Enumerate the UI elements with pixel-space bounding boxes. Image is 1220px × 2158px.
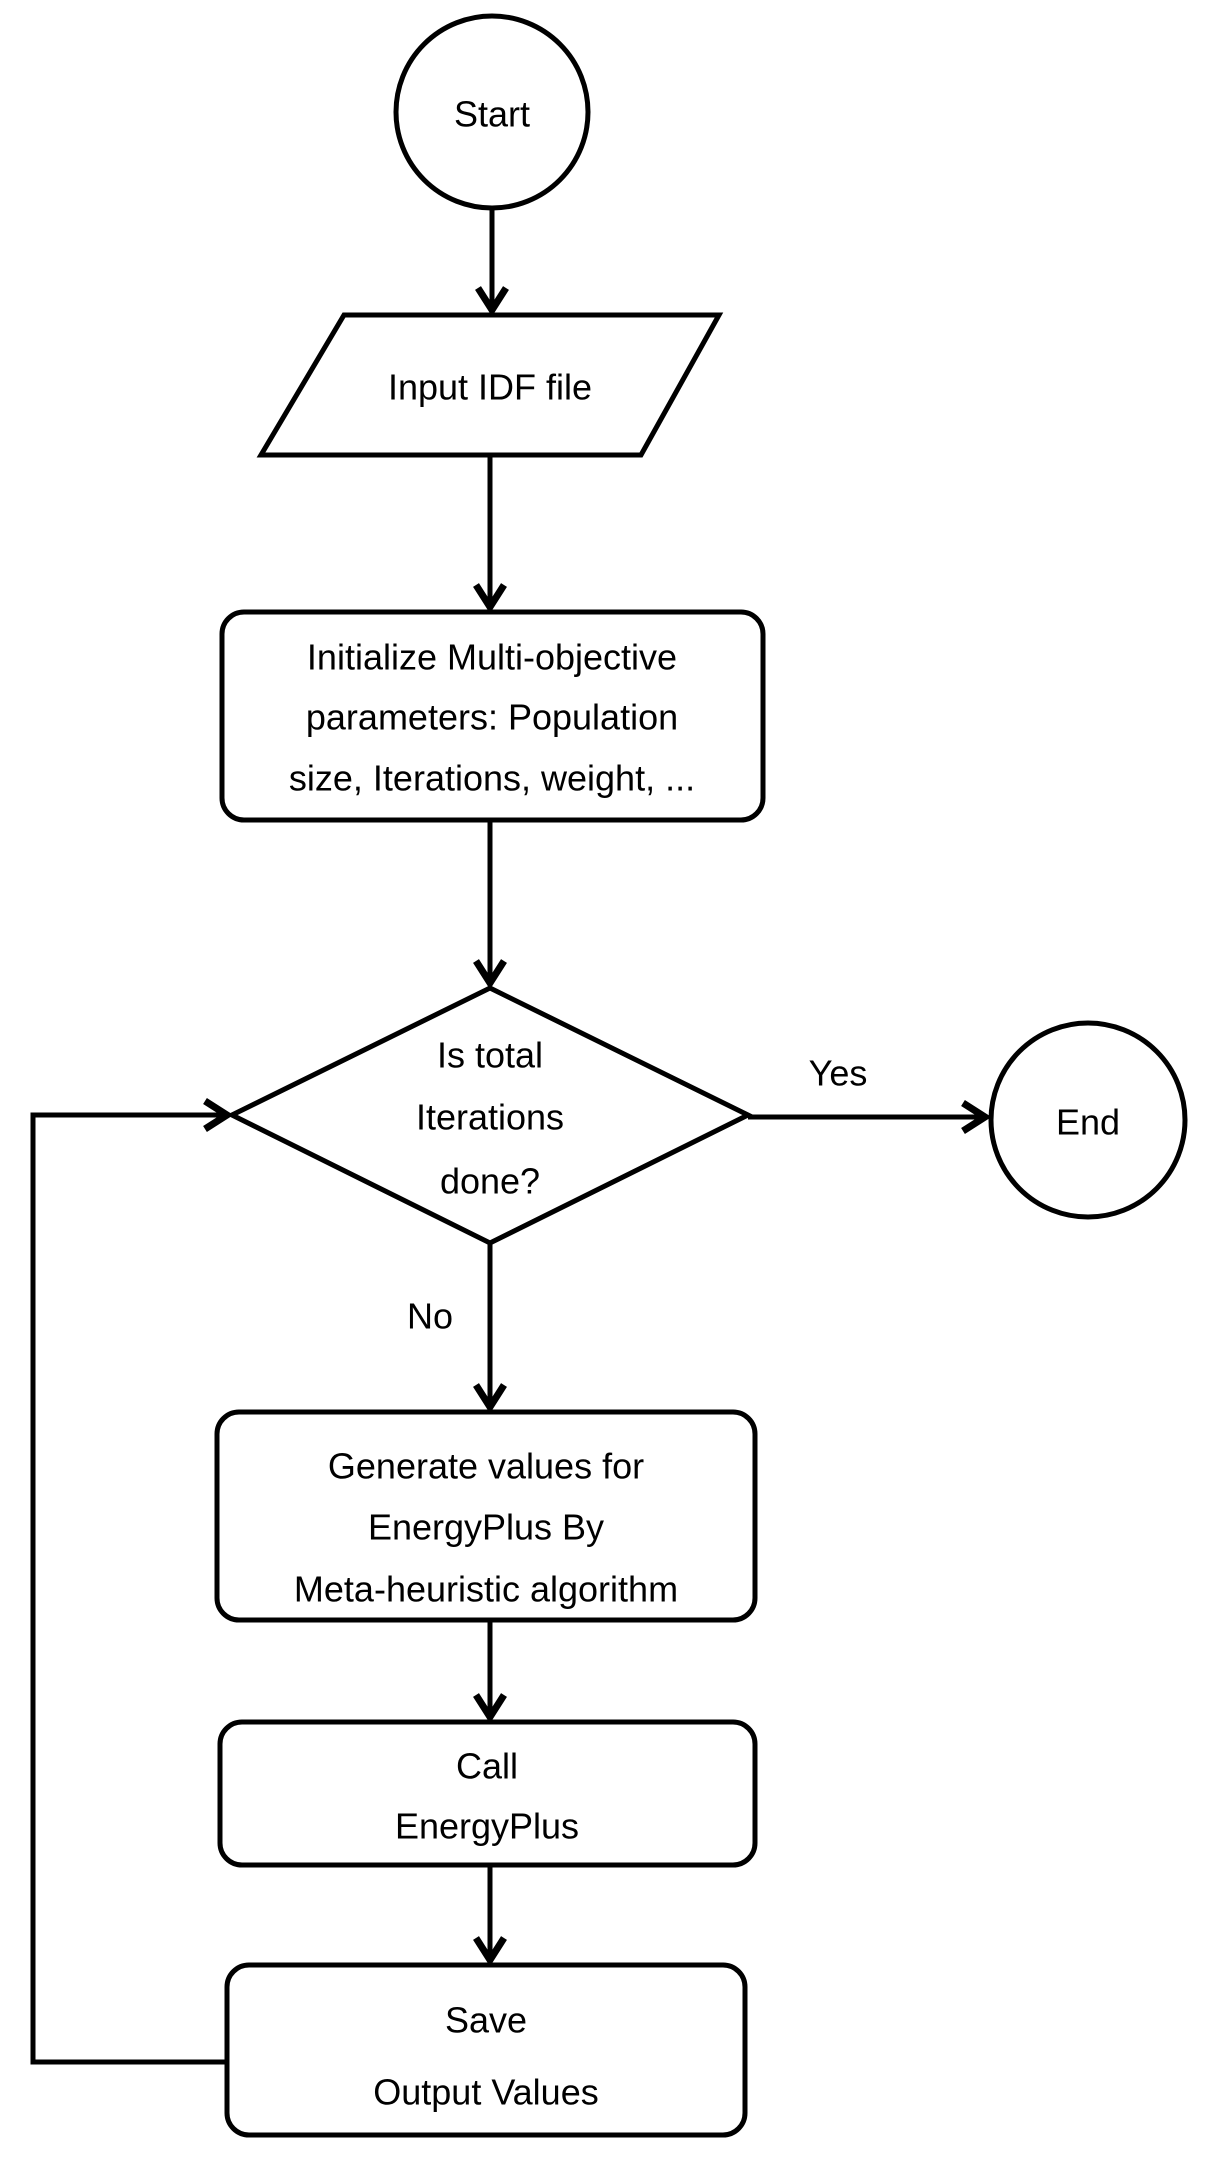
initialize-label-line2: parameters: Population: [306, 697, 678, 738]
start-label: Start: [454, 94, 530, 135]
save-output-label-line1: Save: [445, 2000, 527, 2041]
save-output-label-line2: Output Values: [373, 2072, 598, 2113]
call-energyplus-label-line2: EnergyPlus: [395, 1806, 579, 1847]
decision-label-line3: done?: [440, 1161, 540, 1202]
input-idf-label: Input IDF file: [388, 367, 592, 408]
initialize-label-line1: Initialize Multi-objective: [307, 637, 677, 678]
save-output-node: [224, 1962, 748, 2138]
end-node: [988, 1020, 1188, 1220]
end-label: End: [1056, 1102, 1120, 1143]
input-idf-node: [256, 312, 724, 458]
generate-label-line1: Generate values for: [328, 1446, 644, 1487]
generate-node: [214, 1409, 758, 1623]
yes-edge-label: Yes: [809, 1053, 868, 1094]
initialize-node: [219, 609, 766, 823]
decision-node: [226, 985, 754, 1246]
initialize-label-line3: size, Iterations, weight, ...: [289, 758, 695, 799]
generate-label-line3: Meta-heuristic algorithm: [294, 1569, 678, 1610]
generate-label-line2: EnergyPlus By: [368, 1507, 604, 1548]
no-edge-label: No: [407, 1296, 453, 1337]
call-energyplus-label-line1: Call: [456, 1746, 518, 1787]
decision-label-line1: Is total: [437, 1035, 543, 1076]
call-energyplus-node: [217, 1719, 758, 1868]
start-node: [393, 13, 591, 211]
arrow-save-loop-to-decision: [30, 1098, 234, 2065]
decision-label-line2: Iterations: [416, 1097, 564, 1138]
